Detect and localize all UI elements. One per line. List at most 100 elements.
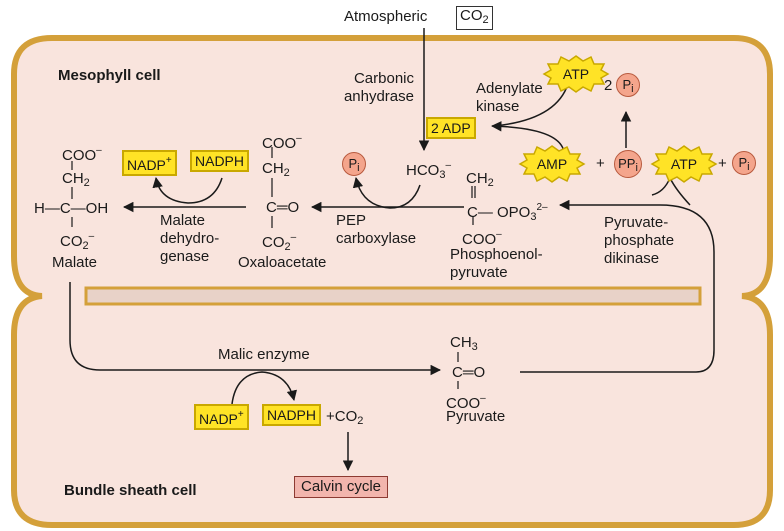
co2-text: CO (460, 7, 483, 24)
pyr-ch3: CH3 (450, 334, 478, 356)
pep-name-1: Phosphoenol- (450, 246, 543, 263)
pyr-ch3-text: CH (450, 334, 472, 351)
calvin-cycle-box: Calvin cycle (294, 476, 389, 498)
pep-c-text: C— OPO (467, 204, 531, 221)
ppdk-line1: Pyruvate- (604, 214, 669, 231)
pi-circle-carboxylase: Pi (342, 152, 366, 176)
nadp-box-bundle: NADP+ (194, 404, 249, 430)
pep-ch2-text: CH (466, 170, 488, 187)
malate-coo-text: COO (62, 147, 97, 164)
hco3-main: HCO (406, 162, 440, 179)
malate-dh-line2: dehydro- (160, 230, 220, 247)
oaa-co2-sub: 2 (284, 241, 291, 253)
amp-label: AMP (536, 156, 568, 172)
oaa-co2-text: CO (262, 234, 285, 251)
arrow-hco3-to-pi (352, 176, 421, 209)
malate-ch2: CH2 (62, 170, 90, 192)
co2-sub: 2 (482, 14, 489, 26)
pi-right-p: P (738, 155, 748, 170)
oaa-ch2-text: CH (262, 160, 284, 177)
amp-burst (518, 145, 586, 183)
arrow-amp-to-adp (490, 121, 565, 153)
pep-coo-text: COO (462, 231, 497, 248)
atp-burst-mid (650, 145, 718, 183)
ppi-p: PP (618, 156, 636, 171)
pep-ch2-sub: 2 (487, 177, 494, 189)
pep-carboxylase-line2: carboxylase (336, 230, 417, 247)
nadph-box-bundle: NADPH (262, 404, 322, 426)
co2-release-text: +CO (326, 408, 358, 425)
oaa-co2: CO2– (262, 229, 296, 256)
malate-name: Malate (52, 254, 98, 271)
plus-1: + (596, 155, 605, 172)
arrow-pyruvate-to-pep (520, 199, 715, 373)
cell-outline (11, 35, 773, 528)
two-adp-box: 2 ADP (426, 117, 476, 139)
ppdk-line3: dikinase (604, 250, 660, 267)
malate-co2-text: CO (60, 233, 83, 250)
oaa-coo-text: COO (262, 135, 297, 152)
pi-top-p: P (622, 77, 632, 92)
pi-carb-p: P (348, 156, 358, 171)
atmospheric-label: Atmospheric (344, 8, 428, 25)
pep-c: C— OPO32– (467, 199, 548, 226)
malate-ch2-sub: 2 (83, 177, 90, 189)
nadp-text-m: NADP (127, 157, 166, 173)
pyr-name: Pyruvate (446, 408, 506, 425)
carbonic-anhydrase-line1: Carbonic (353, 70, 414, 87)
hco3-sup: – (445, 160, 452, 171)
malate-co2: CO2– (60, 228, 94, 255)
ppdk-line2: phosphate (604, 232, 675, 249)
pi-carb-i: i (357, 162, 360, 174)
oaa-coo: COO– (262, 130, 302, 152)
pep-coo: COO– (462, 226, 502, 248)
arrow-nadph-to-nadp (152, 176, 223, 204)
hco3-label: HCO3– (406, 157, 451, 184)
atp-burst-top (542, 55, 610, 93)
pi-circle-top: Pi (616, 73, 640, 97)
pyr-ch3-sub: 3 (471, 341, 478, 353)
oaa-co: C═O (266, 199, 300, 216)
atmospheric-co2-box: CO2 (456, 6, 493, 30)
nadph-box-mesophyll: NADPH (190, 150, 250, 172)
two-pi-coef: 2 (604, 77, 613, 94)
nadp-sup-m: + (165, 155, 172, 166)
adenylate-kinase-line2: kinase (476, 98, 520, 115)
pep-ch2: CH2 (466, 170, 494, 192)
oaa-ch2: CH2 (262, 160, 290, 182)
pep-c-sub: 3 (530, 211, 537, 223)
arrow-nadp-to-nadph (231, 371, 297, 405)
pep-carboxylase-line1: PEP (336, 212, 367, 229)
atp-mid-label: ATP (670, 156, 698, 172)
malic-enzyme-label: Malic enzyme (218, 346, 310, 363)
co2-release: +CO2 (326, 408, 363, 430)
oaa-coo-sup: – (296, 133, 302, 144)
co2-release-sub: 2 (357, 415, 364, 427)
pep-name-2: pyruvate (450, 264, 508, 281)
pyr-coo: COO– (446, 390, 486, 412)
pep-c-sup: 2– (536, 202, 548, 213)
malate-coo-sup: – (96, 145, 102, 156)
malate-co2-sub: 2 (82, 240, 89, 252)
plus-2: + (718, 155, 727, 172)
adenylate-kinase-line1: Adenylate (476, 80, 543, 97)
nadp-text-b: NADP (199, 411, 238, 427)
malate-co2-sup: – (88, 231, 95, 242)
oaa-ch2-sub: 2 (283, 167, 290, 179)
ppi-i: i (635, 162, 638, 174)
pi-right-i: i (747, 161, 750, 173)
mesophyll-cell-label: Mesophyll cell (58, 67, 161, 84)
nadp-sup-b: + (237, 409, 244, 420)
nadp-box-mesophyll: NADP+ (122, 150, 177, 176)
pyr-co: C═O (452, 364, 486, 381)
pyr-coo-sup: – (480, 393, 486, 404)
pi-circle-right: Pi (732, 151, 756, 175)
atp-top-label: ATP (562, 66, 590, 82)
oaa-name: Oxaloacetate (238, 254, 327, 271)
oaa-co2-sup: – (290, 232, 297, 243)
pyr-coo-text: COO (446, 395, 481, 412)
arrow-malate-to-pyruvate (69, 282, 442, 376)
malate-choh: H—C—OH (34, 200, 109, 217)
malate-ch2-text: CH (62, 170, 84, 187)
malate-dh-line3: genase (160, 248, 210, 265)
